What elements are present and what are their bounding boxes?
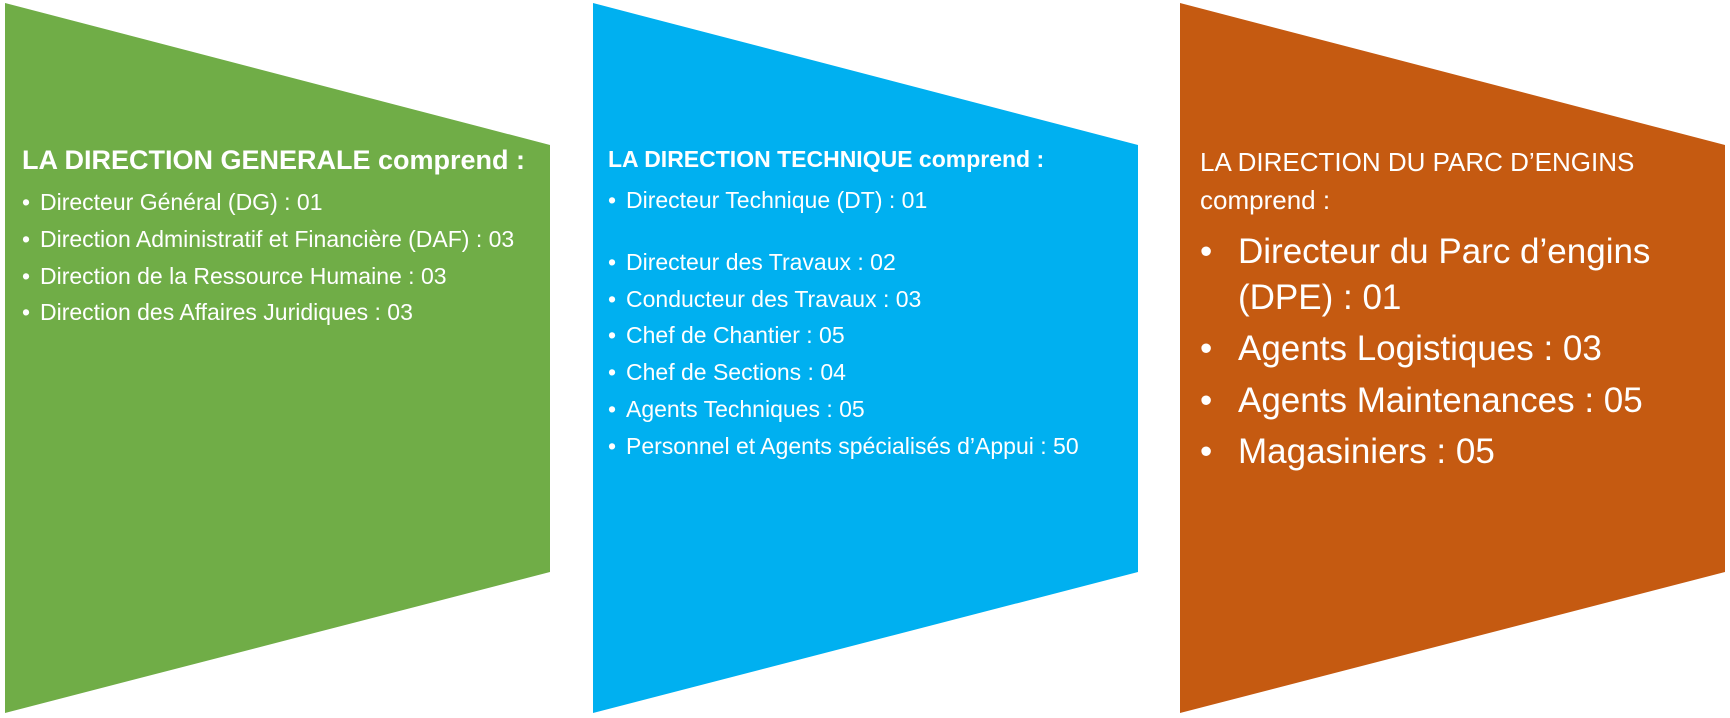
list-item: Personnel et Agents spécialisés d’Appui … [608,432,1128,462]
direction-generale-panel: LA DIRECTION GENERALE comprend : Directe… [22,144,552,335]
direction-generale-shape [5,3,550,713]
direction-parc-list: Directeur du Parc d’engins (DPE) : 01 Ag… [1200,229,1700,475]
direction-parc-title: LA DIRECTION DU PARC D’ENGINS comprend : [1200,147,1635,215]
list-item: Magasiniers : 05 [1200,429,1700,475]
direction-technique-list: Directeur Technique (DT) : 01 Directeur … [608,186,1128,462]
direction-technique-title: LA DIRECTION TECHNIQUE comprend : [608,146,1045,172]
list-item: Chef de Sections : 04 [608,358,1128,388]
list-item: Directeur du Parc d’engins (DPE) : 01 [1200,229,1700,320]
direction-parc-panel: LA DIRECTION DU PARC D’ENGINS comprend :… [1200,144,1700,481]
list-item: Directeur Technique (DT) : 01 [608,186,1128,216]
direction-technique-panel: LA DIRECTION TECHNIQUE comprend : Direct… [608,145,1128,469]
list-item: Direction de la Ressource Humaine : 03 [22,262,552,292]
list-item: Agents Techniques : 05 [608,395,1128,425]
list-item: Direction Administratif et Financière (D… [22,225,552,255]
list-item: Directeur des Travaux : 02 [608,248,1128,278]
list-item: Direction des Affaires Juridiques : 03 [22,298,552,328]
list-item: Chef de Chantier : 05 [608,321,1128,351]
list-item: Agents Logistiques : 03 [1200,326,1700,372]
list-item: Directeur Général (DG) : 01 [22,188,552,218]
direction-generale-title: LA DIRECTION GENERALE comprend : [22,145,526,175]
list-item: Conducteur des Travaux : 03 [608,285,1128,315]
list-item: Agents Maintenances : 05 [1200,378,1700,424]
direction-generale-list: Directeur Général (DG) : 01 Direction Ad… [22,188,552,329]
